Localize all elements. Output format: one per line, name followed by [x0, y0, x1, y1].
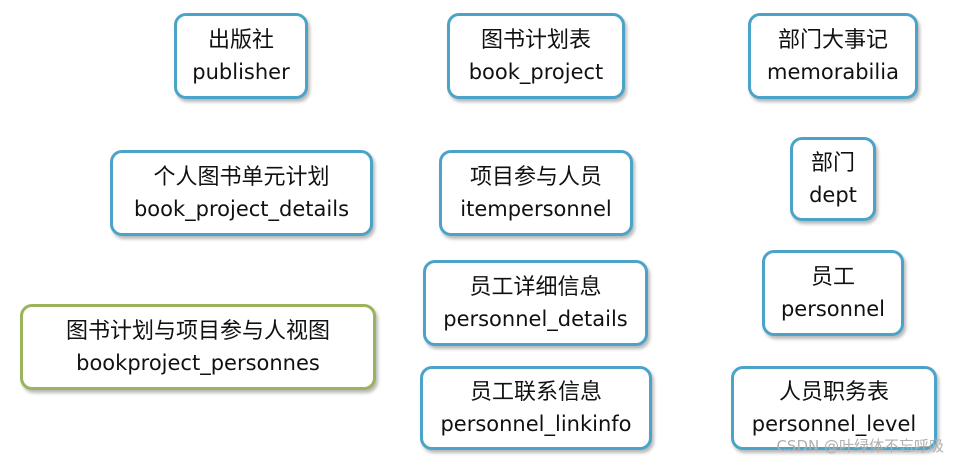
entity-en-label: personnel_linkinfo — [440, 411, 632, 436]
entity-publisher: 出版社 publisher — [174, 13, 308, 99]
entity-en-label: book_project_details — [133, 196, 350, 221]
entity-memorabilia: 部门大事记 memorabilia — [748, 13, 918, 99]
entity-personnel-details: 员工详细信息 personnel_details — [423, 260, 648, 346]
entity-personnel: 员工 personnel — [762, 250, 904, 336]
entity-cn-label: 图书计划表 — [480, 28, 591, 54]
entity-en-label: memorabilia — [767, 59, 899, 84]
entity-cn-label: 员工联系信息 — [469, 380, 602, 406]
entity-cn-label: 部门大事记 — [777, 28, 888, 54]
entity-personnel-level: 人员职务表 personnel_level — [731, 366, 937, 450]
view-bookproject-personnes: 图书计划与项目参与人视图 bookproject_personnes — [20, 304, 376, 390]
entity-en-label: personnel_level — [751, 411, 917, 436]
entity-en-label: publisher — [192, 59, 290, 84]
entity-itempersonnel: 项目参与人员 itempersonnel — [439, 150, 633, 236]
entity-en-label: book_project — [468, 59, 604, 84]
entity-cn-label: 部门 — [810, 151, 855, 177]
entity-cn-label: 项目参与人员 — [469, 165, 602, 191]
entity-en-label: personnel — [780, 296, 886, 321]
entity-en-label: dept — [809, 182, 857, 207]
entity-cn-label: 个人图书单元计划 — [153, 165, 330, 191]
entity-personnel-linkinfo: 员工联系信息 personnel_linkinfo — [420, 366, 652, 450]
entity-en-label: personnel_details — [443, 306, 628, 331]
entity-cn-label: 出版社 — [207, 28, 274, 54]
entity-cn-label: 员工 — [810, 265, 855, 291]
watermark: CSDN @叶绿体不忘呼吸 — [776, 437, 944, 455]
view-cn-label: 图书计划与项目参与人视图 — [65, 319, 330, 345]
view-en-label: bookproject_personnes — [76, 350, 320, 375]
entity-cn-label: 员工详细信息 — [469, 275, 602, 301]
entity-book-project: 图书计划表 book_project — [447, 13, 625, 99]
entity-dept: 部门 dept — [790, 137, 876, 221]
entity-cn-label: 人员职务表 — [778, 380, 889, 406]
entity-book-project-details: 个人图书单元计划 book_project_details — [110, 150, 373, 236]
entity-en-label: itempersonnel — [460, 196, 612, 221]
